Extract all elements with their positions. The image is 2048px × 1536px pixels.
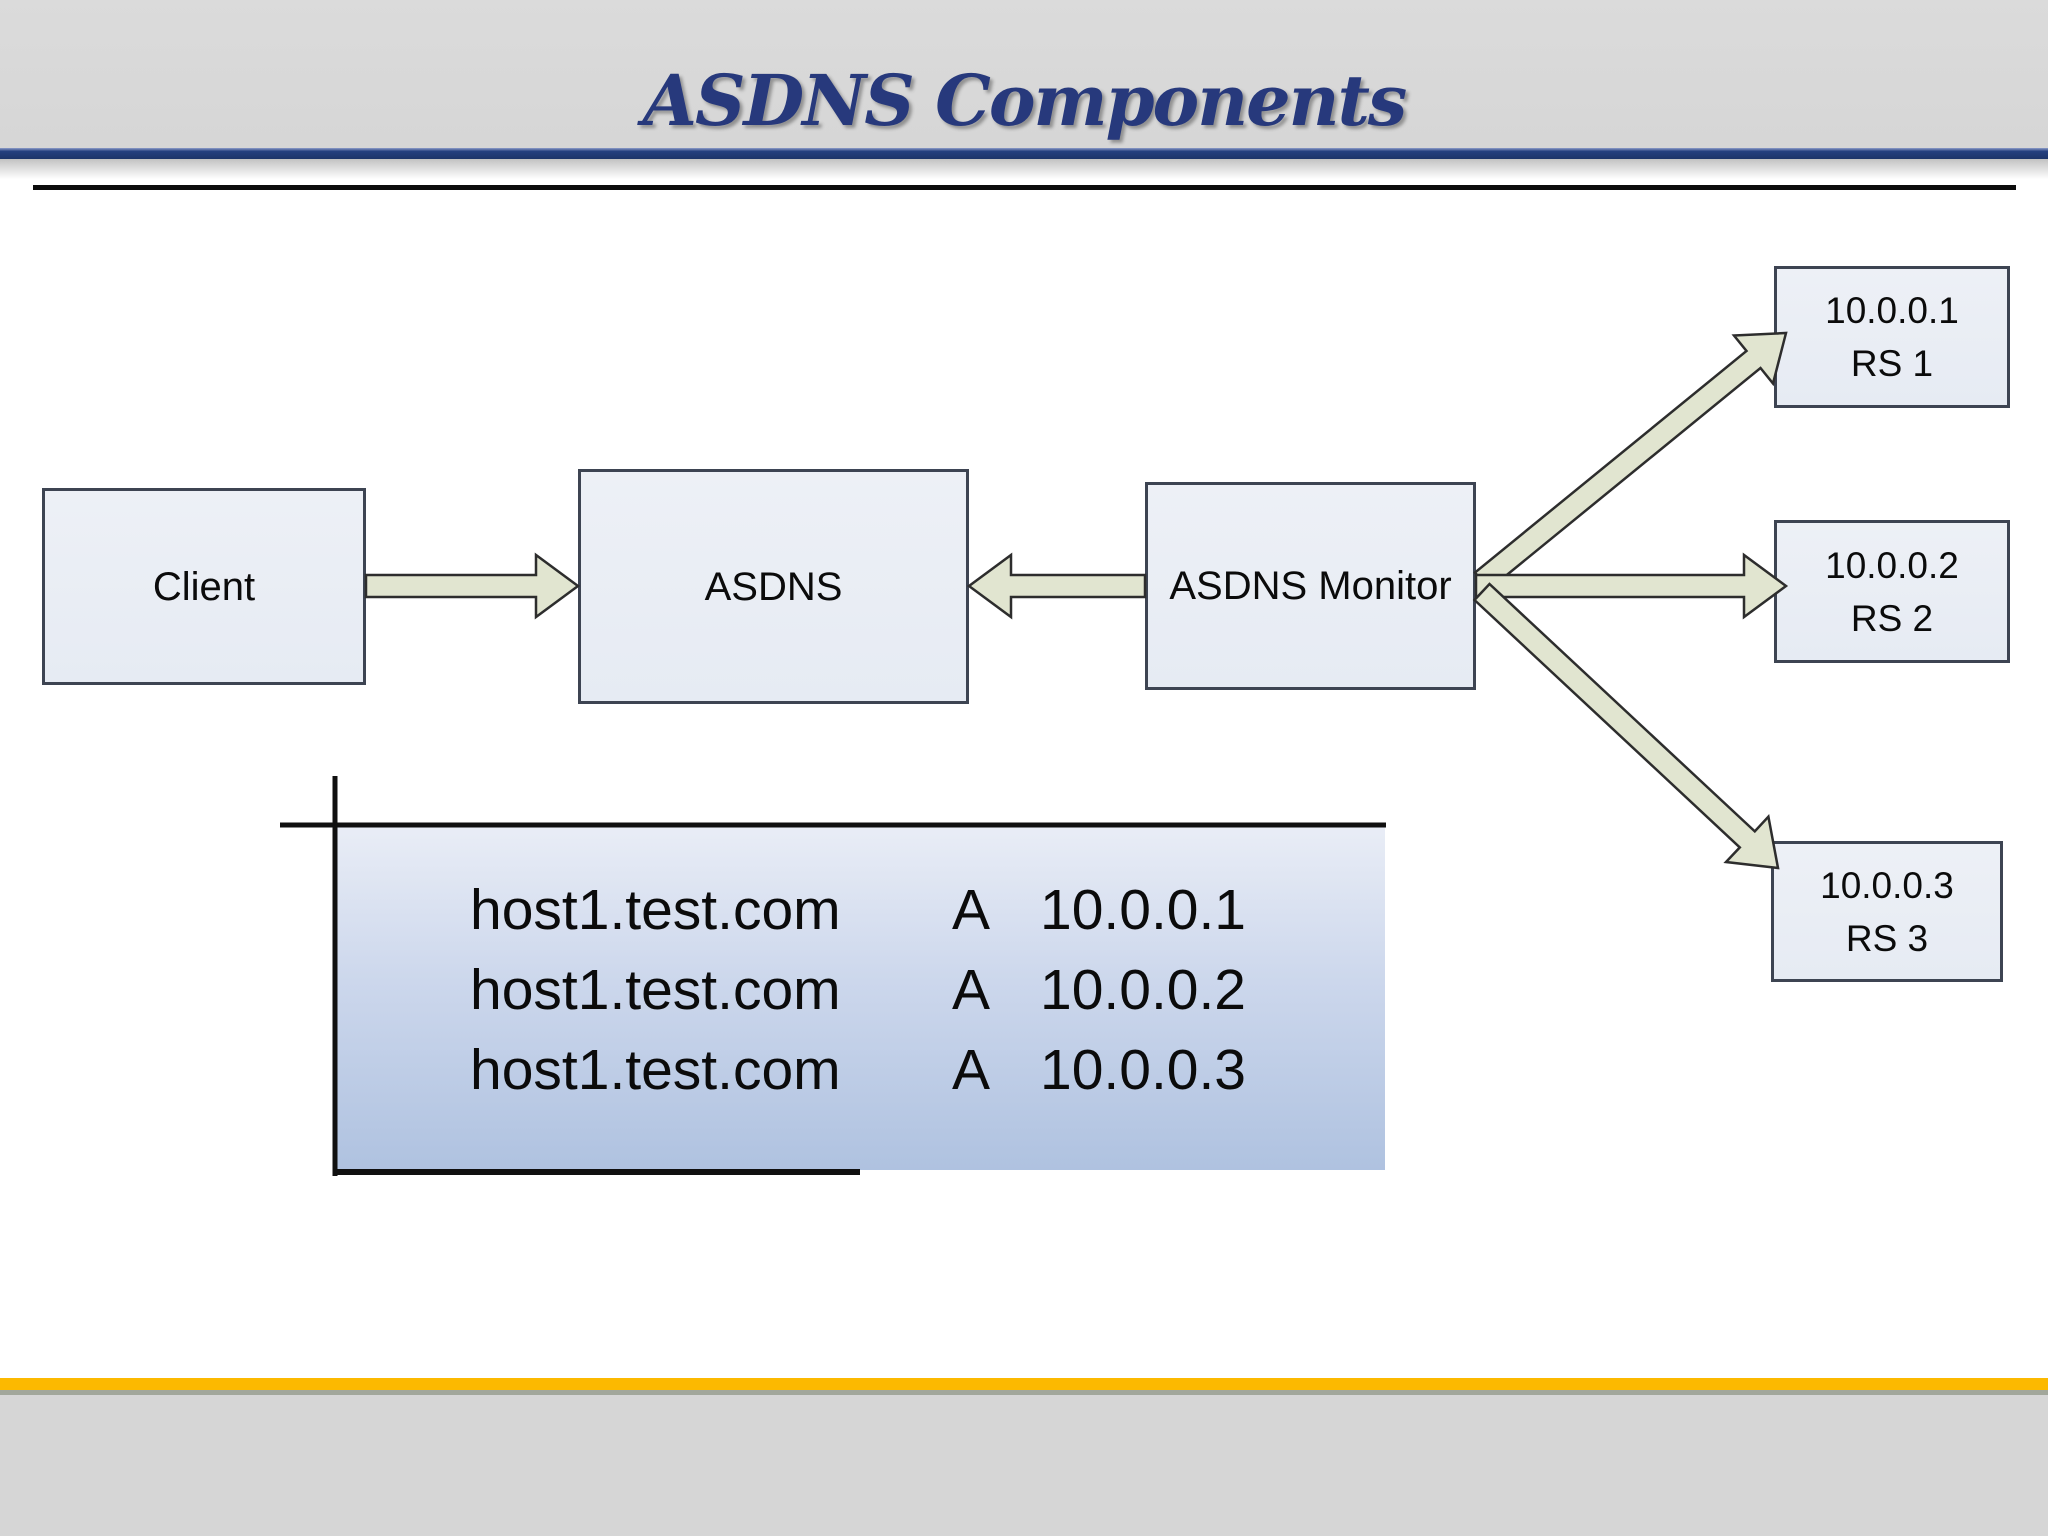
dns-records-list: host1.test.com A 10.0.0.1 host1.test.com… xyxy=(470,870,1246,1110)
dns-record-row: host1.test.com A 10.0.0.2 xyxy=(470,950,1246,1030)
arrow-client-to-asdns xyxy=(364,552,581,620)
node-rs2-label: RS 2 xyxy=(1850,597,1934,639)
node-client-label: Client xyxy=(152,564,256,609)
node-asdns-monitor-label: ASDNS Monitor xyxy=(1169,564,1452,608)
header-band xyxy=(0,0,2048,148)
record-type: A xyxy=(952,958,991,1022)
record-ip: 10.0.0.2 xyxy=(1040,958,1247,1022)
footer-band xyxy=(0,1378,2048,1536)
arrow-monitor-to-rs2 xyxy=(1474,552,1789,620)
header-divider-shadow xyxy=(0,159,2048,179)
node-rs3-ip: 10.0.0.3 xyxy=(1820,864,1954,906)
footer-gray-band xyxy=(0,1395,2048,1536)
dns-record-row: host1.test.com A 10.0.0.3 xyxy=(470,1030,1246,1110)
footer-gold-shadow xyxy=(0,1390,2048,1395)
dns-record-row: host1.test.com A 10.0.0.1 xyxy=(470,870,1246,950)
dns-records-callout-box xyxy=(335,827,1385,1170)
node-rs2: 10.0.0.2 RS 2 xyxy=(1774,520,2010,663)
page-title: ASDNS Components xyxy=(642,59,1408,142)
node-rs1: 10.0.0.1 RS 1 xyxy=(1774,266,2010,408)
record-ip: 10.0.0.1 xyxy=(1040,878,1247,942)
record-hostname: host1.test.com xyxy=(470,958,841,1022)
arrow-monitor-to-rs3 xyxy=(1472,582,1780,870)
node-client: Client xyxy=(42,488,366,685)
node-rs1-label: RS 1 xyxy=(1850,343,1934,384)
record-hostname: host1.test.com xyxy=(470,1038,841,1102)
record-ip: 10.0.0.3 xyxy=(1040,1038,1247,1102)
arrow-monitor-to-asdns xyxy=(966,552,1147,620)
header-navy-divider xyxy=(0,148,2048,159)
node-asdns-monitor: ASDNS Monitor xyxy=(1145,482,1476,690)
node-asdns: ASDNS xyxy=(578,469,969,704)
title-underline-rule xyxy=(33,185,2016,190)
record-type: A xyxy=(952,1038,991,1102)
node-rs1-ip: 10.0.0.1 xyxy=(1825,290,1959,331)
record-type: A xyxy=(952,878,991,942)
node-rs3: 10.0.0.3 RS 3 xyxy=(1771,841,2003,982)
node-rs3-label: RS 3 xyxy=(1845,917,1929,959)
node-rs2-ip: 10.0.0.2 xyxy=(1825,544,1959,586)
record-hostname: host1.test.com xyxy=(470,878,841,942)
footer-gold-line xyxy=(0,1378,2048,1390)
arrow-monitor-to-rs1 xyxy=(1473,331,1788,592)
node-asdns-label: ASDNS xyxy=(704,564,843,609)
